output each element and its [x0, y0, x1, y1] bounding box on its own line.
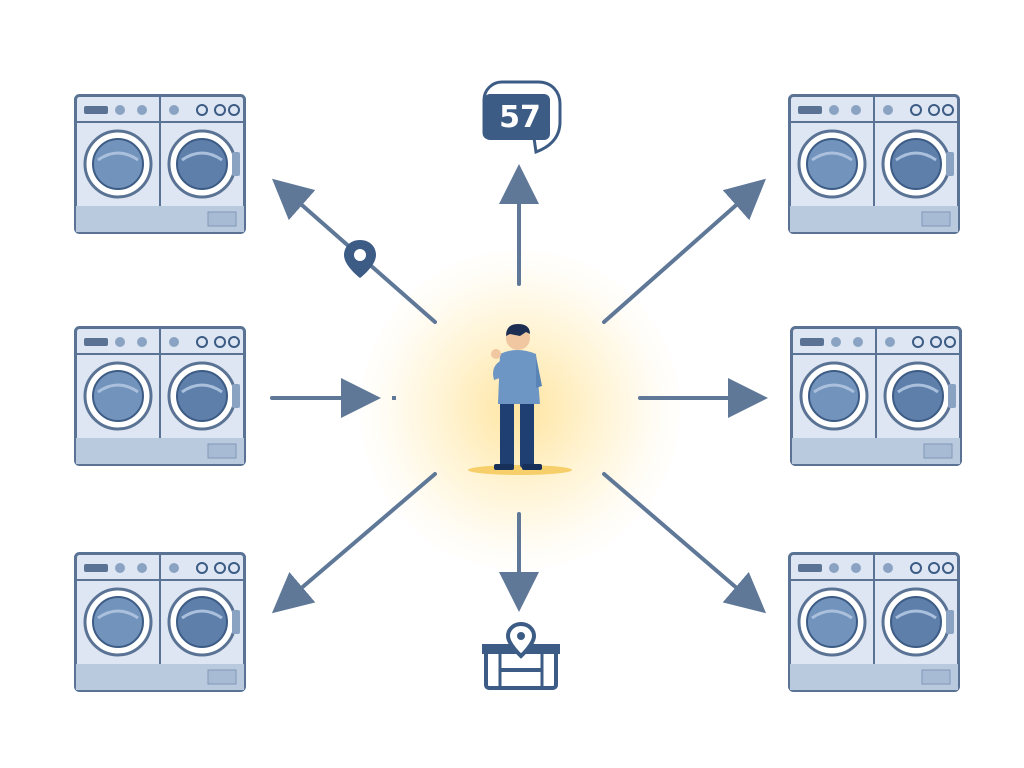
washer-pair-icon — [74, 552, 246, 692]
location-station — [478, 622, 564, 692]
washer-pair-middle-left — [74, 326, 246, 466]
location-station-icon — [482, 622, 560, 690]
arrow-bottom-left — [271, 472, 437, 614]
washer-pair-icon — [788, 94, 960, 234]
person-figure — [460, 320, 580, 480]
washer-pair-bottom-right — [788, 552, 960, 692]
washer-pair-icon — [788, 552, 960, 692]
arrow-top-right — [602, 178, 766, 324]
washer-pair-bottom-left — [74, 552, 246, 692]
arrow-bottom-right — [602, 472, 767, 614]
badge-number: 57 — [499, 100, 541, 135]
washer-pair-middle-right — [790, 326, 962, 466]
washer-pair-top-left — [74, 94, 246, 234]
location-pin-icon — [344, 240, 376, 278]
counter-badge: 57 — [480, 78, 566, 156]
washer-pair-icon — [74, 94, 246, 234]
washer-pair-icon — [74, 326, 246, 466]
washer-pair-icon — [790, 326, 962, 466]
person-icon — [468, 324, 572, 475]
counter-badge-icon — [482, 80, 562, 155]
washer-pair-top-right — [788, 94, 960, 234]
